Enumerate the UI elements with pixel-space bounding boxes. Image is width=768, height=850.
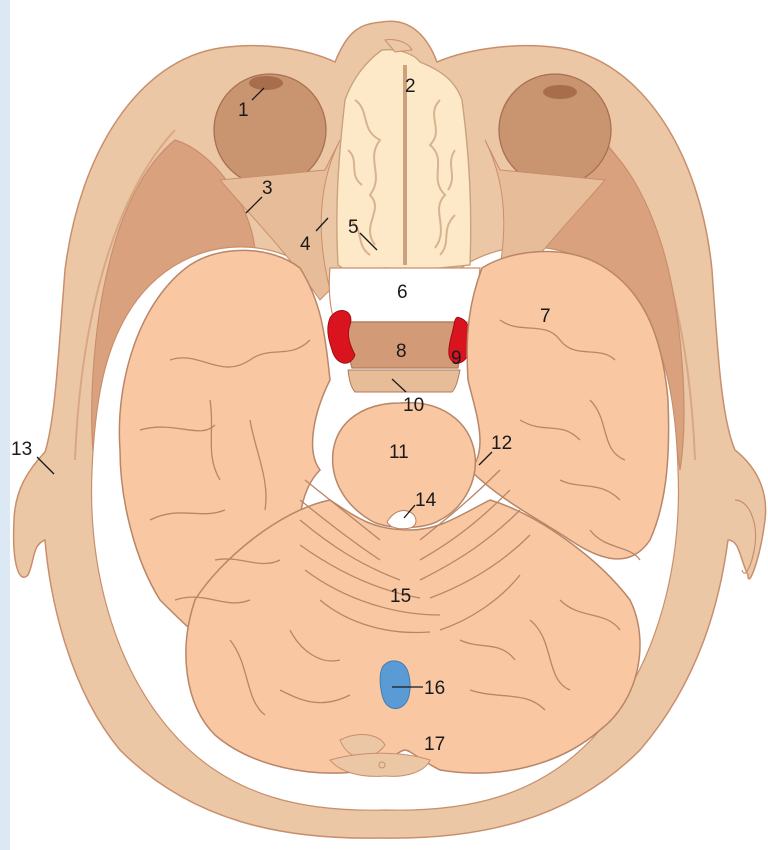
label-5: 5	[348, 217, 359, 238]
fourth-ventricle	[380, 661, 410, 709]
label-4: 4	[300, 234, 311, 255]
label-17: 17	[424, 734, 445, 755]
label-13: 13	[11, 439, 32, 460]
label-10: 10	[403, 395, 424, 416]
label-14: 14	[415, 490, 437, 511]
dorsum-sellae	[348, 370, 460, 392]
label-16: 16	[424, 678, 445, 699]
pons	[333, 403, 476, 528]
lens-left	[249, 76, 283, 90]
label-11: 11	[389, 442, 409, 463]
label-9: 9	[451, 348, 462, 369]
label-1: 1	[238, 100, 249, 121]
label-3: 3	[262, 178, 273, 199]
eyeball-left	[214, 74, 326, 186]
label-7: 7	[540, 306, 551, 327]
label-12: 12	[491, 433, 512, 454]
axial-head-section-figure: 1 2 3 4 5 6 7 8 9 10 11 12 13 14 15 16 1…	[10, 0, 768, 850]
label-2: 2	[405, 76, 416, 97]
label-15: 15	[390, 586, 411, 607]
lens-right	[543, 85, 577, 99]
label-8: 8	[396, 341, 407, 362]
label-6: 6	[397, 282, 408, 303]
anatomy-illustration: 1 2 3 4 5 6 7 8 9 10 11 12 13 14 15 16 1…	[10, 0, 768, 850]
